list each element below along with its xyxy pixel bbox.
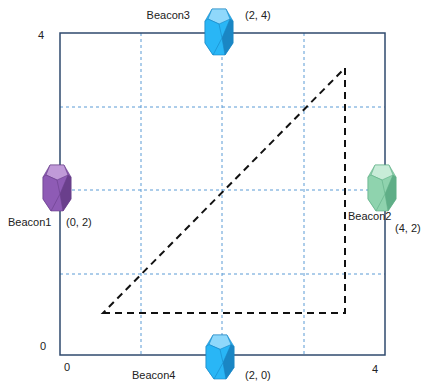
beacon-name: Beacon1 [8,216,51,229]
beacon-icon [205,334,235,380]
beacon-name: Beacon2 [348,210,391,223]
axis-tick: 4 [372,363,378,376]
beacon: Beacon1(0, 2) [42,164,72,212]
beacon-icon [367,164,397,212]
beacon: Beacon3(2, 4) [204,8,234,56]
axis-tick: 0 [64,361,70,374]
beacon: Beacon4(2, 0) [205,334,235,380]
axis-tick: 0 [40,340,46,353]
beacon-name: Beacon4 [132,369,175,382]
beacon-coordinate: (0, 2) [66,216,92,229]
beacon-icon [204,8,234,56]
beacon-coordinate: (2, 4) [245,9,271,22]
beacon-coordinate: (4, 2) [395,222,421,235]
axis-tick: 4 [38,29,44,42]
beacon-coordinate: (2, 0) [245,369,271,382]
beacon: Beacon2(4, 2) [367,164,397,212]
beacon-icon [42,164,72,212]
beacon-name: Beacon3 [147,9,190,22]
